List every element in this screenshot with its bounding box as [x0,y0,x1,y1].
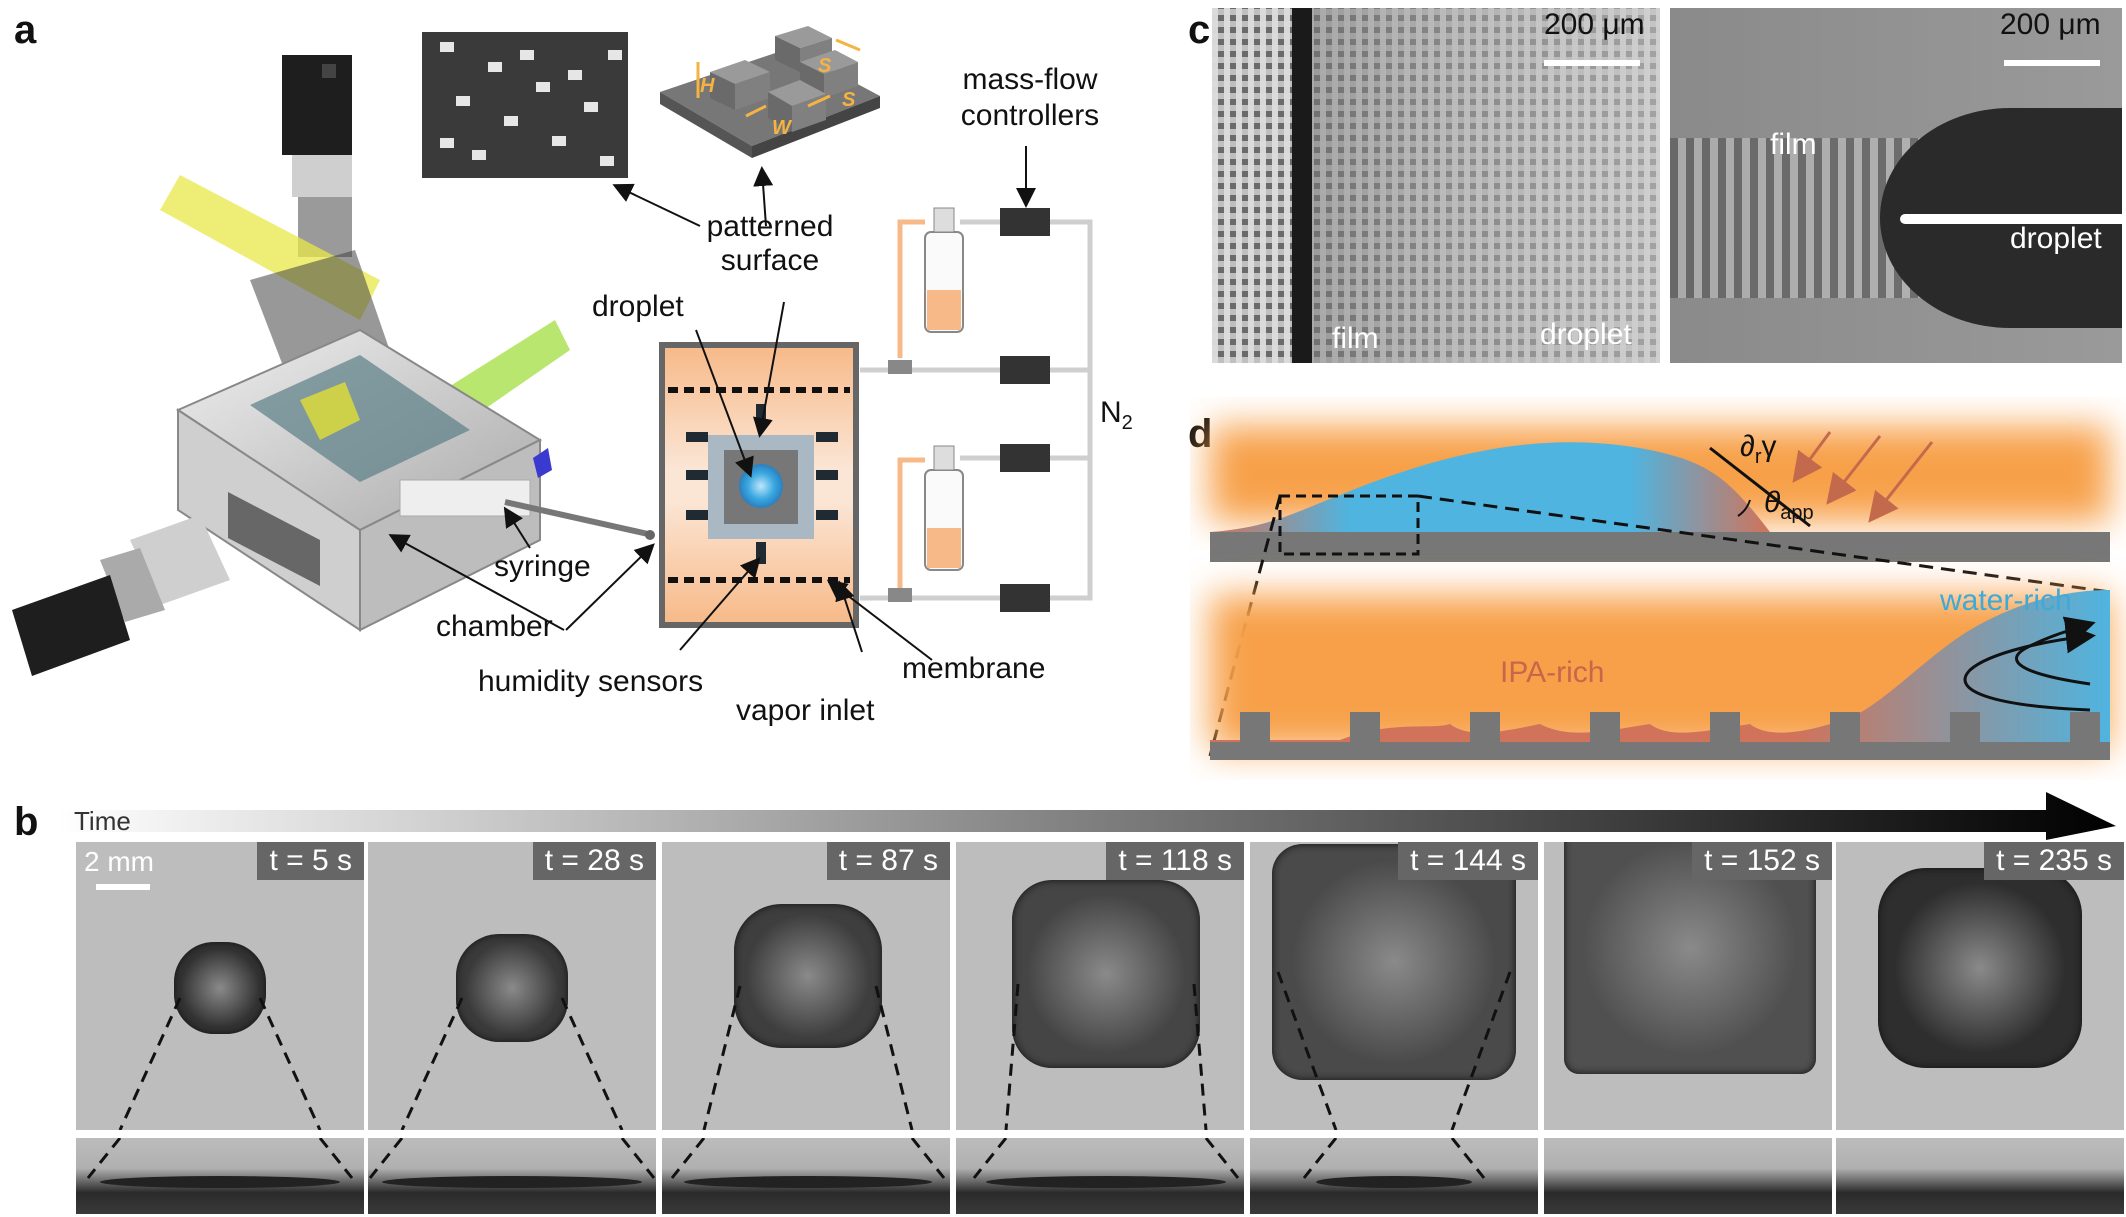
droplet-shape [1012,880,1200,1068]
scale-bar-2mm: 2 mm [84,846,154,877]
left-droplet-label: droplet [1540,318,1632,351]
n2-base: N [1100,396,1122,429]
panel-a-illustration: H W S S [12,26,1093,676]
syringe-device [504,448,655,540]
gamma-sub: r [1754,446,1762,468]
scale-bar-left: 200 μm [1544,8,1645,41]
pillar-s-label-1: S [818,55,832,77]
frame-top-view: t = 152 s [1544,842,1832,1130]
frame-top-view: t = 144 s [1250,842,1538,1130]
bubbler-2 [924,445,964,571]
right-film-label: film [1770,128,1817,161]
chamber-label: chamber [436,610,553,643]
patterned-label-line2: surface [720,244,820,277]
frame-top-view: t = 235 s [1836,842,2124,1130]
timestamp-label: t = 144 s [1398,842,1538,880]
mass-flow-label: mass-flow controllers [940,62,1120,134]
gamma-sym: γ [1761,430,1777,463]
surface-tension-gradient-label: ∂rγ [1740,430,1777,469]
timestamp-label: t = 28 s [532,842,656,880]
frame-top-view: t = 87 s [662,842,950,1130]
n2-sub: 2 [1121,412,1133,434]
micrograph-left [1212,8,1660,363]
side-projection [1544,1138,1832,1214]
frame-top-view: t = 28 s [368,842,656,1130]
side-projection [670,1138,946,1188]
pillar-h-label: H [700,75,715,97]
panel-letter-b: b [14,800,39,844]
ipa-rich-label: IPA-rich [1500,656,1605,689]
mass-flow-line2: controllers [960,99,1100,132]
side-projection [972,1138,1240,1188]
frame-side-view [368,1138,656,1214]
timestamp-label: t = 87 s [826,842,950,880]
left-film-label: film [1332,322,1379,355]
side-projection [1302,1138,1486,1188]
side-projection [368,1138,656,1188]
frame-side-view [956,1138,1244,1214]
mass-flow-line1: mass-flow [962,63,1098,96]
time-label: Time [74,806,131,836]
micrograph-right [1670,8,2122,363]
pillar-surface-3d: H W S S [660,26,880,158]
mass-flow-controllers [1000,208,1050,612]
timestamp-label: t = 5 s [257,842,364,880]
bubbler-1 [924,207,964,333]
frame-side-view [1250,1138,1538,1214]
humidity-sensors-label: humidity sensors [478,665,704,698]
scale-bar-right: 200 μm [2000,8,2101,41]
droplet-shape [1878,868,2082,1068]
projection-lines [702,985,914,1130]
droplet-shape [1564,842,1816,1074]
theta-base: θ [1764,486,1781,519]
panel-letter-c: c [1188,8,1211,52]
syringe-label: syringe [494,550,591,583]
vapor-inlet-label: vapor inlet [736,694,875,727]
contact-angle-label: θapp [1764,486,1814,525]
patterned-label-line1: patterned [706,210,834,243]
theta-sub: app [1780,502,1814,524]
projection-lines [400,997,624,1130]
gamma-base: ∂ [1740,430,1755,463]
droplet-label: droplet [592,290,684,323]
n2-label: N2 [1100,396,1133,435]
camera-side [12,515,230,676]
side-projection [86,1138,354,1188]
droplet-shape [174,942,266,1034]
panel-letter-a: a [14,8,37,52]
timestamp-label: t = 152 s [1692,842,1832,880]
camera-top [282,55,352,257]
frame-side-view [662,1138,950,1214]
patterned-surface-label: patterned surface [690,210,850,278]
projection-lines [1276,971,1512,1130]
timestamp-label: t = 118 s [1106,842,1244,880]
droplet-shape [734,904,882,1048]
frame-side-view [1836,1138,2124,1214]
pillar-w-label: W [772,117,793,139]
frame-top-view: t = 118 s [956,842,1244,1130]
pillar-s-label-2: S [842,89,856,111]
chamber-schematic [659,342,859,628]
time-arrow [56,792,2116,840]
droplet-shape [456,934,568,1042]
projection-lines [118,997,322,1130]
frame-side-view [76,1138,364,1214]
side-projection [1836,1138,2124,1214]
frame-side-view [1544,1138,1832,1214]
sem-image [422,32,628,178]
water-rich-label: water-rich [1940,584,2072,617]
membrane-label: membrane [902,652,1046,685]
frame-top-view: t = 5 s [76,842,364,1130]
right-droplet-label: droplet [2010,222,2102,255]
tubing [860,219,1093,601]
panel-letter-d: d [1188,412,1213,456]
droplet-shape [1272,844,1516,1080]
scale-bar-line [96,884,150,890]
timestamp-label: t = 235 s [1984,842,2124,880]
chamber-box [175,328,543,632]
projection-lines [1544,842,1832,1130]
projection-lines [1004,983,1208,1130]
projection-lines [1836,842,2124,1130]
panel-d-schematic [1208,426,2111,760]
